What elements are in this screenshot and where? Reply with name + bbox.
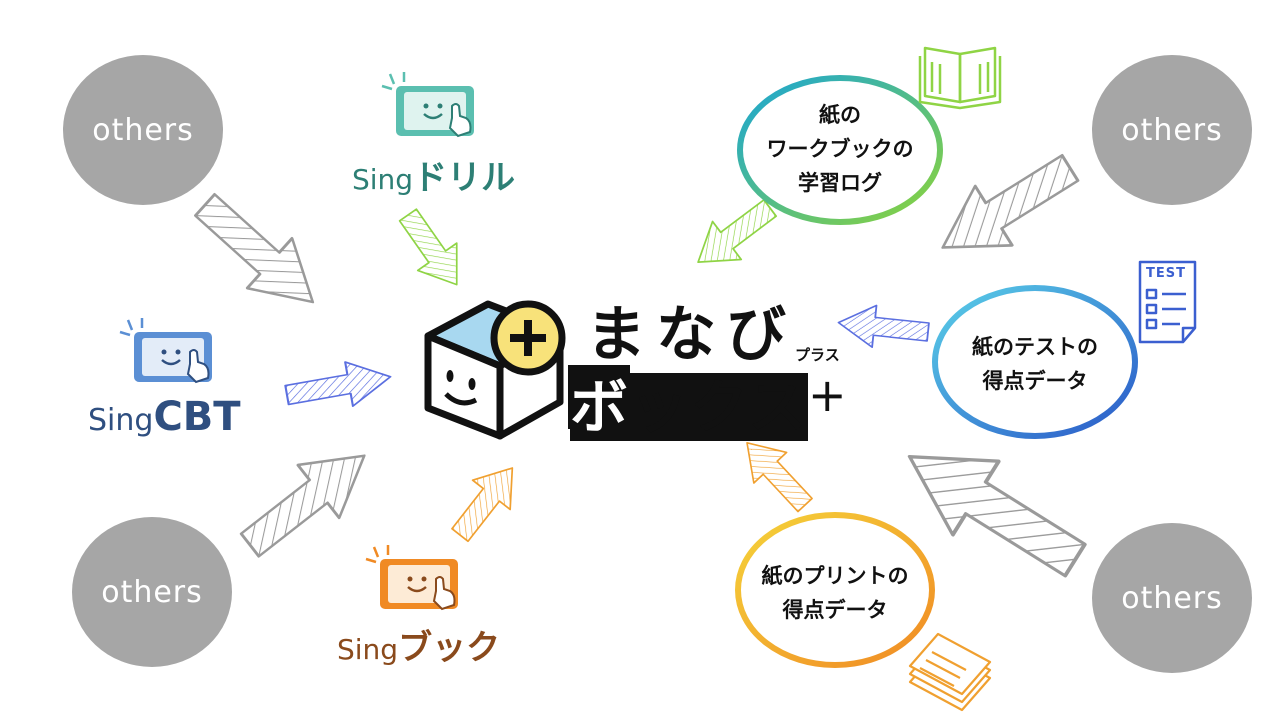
brand-title-rest: ックス [630,373,809,441]
app-logo-cbt-name: CBT [153,394,241,440]
app-logo-drill: Singドリル [352,150,515,199]
others-top-right: others [1092,55,1252,205]
source-workbook-line: 学習ログ [798,171,882,195]
source-test-line: 紙のテストの [972,335,1098,359]
ring-workbook [737,75,943,225]
source-test-line: 得点データ [982,369,1088,393]
cube-logo-icon [424,300,566,440]
app-logo-cbt: SingCBT [88,394,241,440]
brand-ruby: プラス [795,346,840,364]
app-logo-drill-sing: Sing [352,163,414,196]
test-sheet-label: TEST [1146,266,1186,281]
source-workbook-label: 紙の ワークブックの 学習ログ [740,98,940,200]
source-print-line: 得点データ [782,598,888,622]
arrow-drill [398,208,458,286]
arrow-others-top-right [941,153,1080,249]
arrow-workbook [697,198,778,264]
others-bottom-right: others [1092,523,1252,673]
others-bottom-left: others [72,517,232,667]
arrow-others-bottom-right [907,454,1087,578]
app-logo-drill-name: ドリル [413,158,516,198]
arrow-others-bottom-left [239,454,366,558]
open-book-icon [918,46,1002,110]
app-logo-cbt-sing: Sing [88,403,154,438]
arrow-book [451,467,514,543]
arrow-test [837,304,930,348]
test-sheet-icon [1138,260,1197,344]
brand-title-first-char: ボ [570,373,631,441]
tablet-face-icon-drill [381,72,474,138]
source-print-line: 紙のプリントの [761,564,909,588]
others-top-left: others [63,55,223,205]
source-workbook-line: ワークブックの [766,137,914,161]
arrow-print [746,442,813,513]
app-logo-book-name: ブック [398,628,501,668]
app-logo-book: Singブック [337,620,500,669]
ring-print [735,512,935,668]
paper-stack-icon [908,632,992,712]
app-logo-book-sing: Sing [337,633,399,666]
tablet-face-icon-book [365,545,458,611]
arrow-cbt [284,361,392,407]
ring-test [932,285,1138,439]
brand-plus-mark: + [808,368,847,422]
tablet-face-icon-cbt [119,318,212,384]
arrow-others-top-left [194,192,315,304]
brand-title-line2-text: ボックス [570,373,809,441]
source-workbook-line: 紙の [819,103,861,127]
brand-title-line1: まなび [586,300,796,370]
source-test-label: 紙のテストの 得点データ [935,330,1135,398]
source-print-label: 紙のプリントの 得点データ [735,559,935,627]
brand-title-line2: ボックス [570,360,809,444]
